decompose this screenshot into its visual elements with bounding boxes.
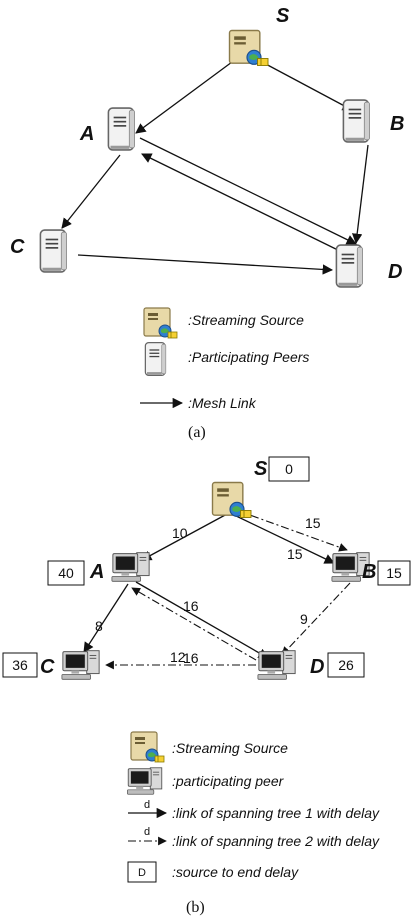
legend-b-tree2-delay-symbol: d	[144, 826, 150, 838]
mesh-link-s-b	[261, 61, 353, 111]
legend-source-label: :Streaming Source	[188, 312, 304, 328]
delay-value-a: 40	[58, 565, 74, 581]
delay-value-s: 0	[285, 461, 293, 477]
node-d-label: D	[388, 261, 402, 283]
node-s-source-icon-b	[211, 481, 252, 519]
node-a-label: A	[79, 123, 94, 145]
mesh-link-c-d	[77, 254, 334, 275]
node-b-label: B	[390, 113, 404, 135]
tree1-link-s-a	[141, 513, 228, 561]
node-a-tower-icon	[107, 107, 136, 151]
mesh-link-b-d	[351, 144, 369, 245]
edge-label-a-c: 8	[95, 618, 103, 634]
node-s-label-b: S	[254, 458, 268, 480]
tree1-link-s-b	[231, 513, 335, 564]
tree2-link-d-a	[131, 587, 257, 661]
node-d-pc-icon	[257, 650, 296, 680]
legend-b-source-label: :Streaming Source	[172, 740, 288, 756]
node-b-tower-icon	[342, 99, 371, 143]
node-c-pc-icon	[61, 650, 100, 680]
legend-mesh-link-label: :Mesh Link	[188, 395, 257, 411]
delay-value-b: 15	[386, 565, 402, 581]
caption-b: (b)	[186, 899, 205, 916]
legend-b-tree1-delay-symbol: d	[144, 799, 150, 811]
edge-label-b-d: 9	[300, 611, 308, 627]
node-s-source-icon	[228, 29, 269, 67]
mesh-link-s-a	[135, 61, 233, 134]
tree1-link-a-c	[83, 583, 129, 653]
diagram-a: S A B C D :Streaming Source :Participati…	[10, 5, 404, 441]
diagram-b: 10 15 15 8 16 16 9 12 S 0 A 40 B 15 C 36…	[2, 456, 411, 916]
legend-b-delay-box	[127, 861, 157, 883]
edge-label-a-d-tree1: 16	[183, 598, 199, 614]
delay-value-c: 36	[12, 657, 28, 673]
legend-peer-icon	[144, 341, 167, 377]
legend-b-tree1-label: :link of spanning tree 1 with delay	[172, 805, 380, 821]
legend-b-peer-icon	[126, 767, 163, 795]
delay-box-s	[268, 456, 310, 482]
edge-label-s-b-tree1: 15	[287, 546, 303, 562]
node-a-label-b: A	[89, 561, 104, 583]
node-c-label-b: C	[40, 656, 55, 678]
node-d-label-b: D	[310, 656, 324, 678]
legend-b-peer-label: :participating peer	[172, 773, 285, 789]
edge-label-s-b-tree2: 15	[305, 515, 321, 531]
edge-label-s-a: 10	[172, 525, 188, 541]
node-s-label: S	[276, 5, 290, 27]
delay-box-d	[327, 652, 365, 678]
delay-box-a	[47, 560, 85, 586]
delay-value-d: 26	[338, 657, 354, 673]
caption-a: (a)	[188, 424, 206, 441]
node-d-tower-icon	[335, 244, 364, 288]
legend-b-tree2-label: :link of spanning tree 2 with delay	[172, 833, 380, 849]
legend-b-delay-box-symbol: D	[138, 867, 146, 879]
node-a-pc-icon	[111, 552, 150, 582]
mesh-link-d-a	[141, 153, 347, 255]
mesh-link-a-d	[139, 137, 357, 245]
tree1-link-a-d	[135, 581, 269, 659]
legend-peer-label: :Participating Peers	[188, 349, 309, 365]
legend-b-box-label: :source to end delay	[172, 864, 299, 880]
legend-source-icon	[143, 307, 178, 339]
node-b-label-b: B	[362, 561, 376, 583]
legend-b-source-icon	[130, 731, 165, 763]
tree2-link-b-d	[281, 582, 351, 656]
node-c-label: C	[10, 236, 25, 258]
node-c-tower-icon	[39, 229, 68, 273]
edge-label-d-c: 12	[170, 649, 186, 665]
tree2-link-s-b	[235, 509, 348, 552]
edge-label-d-a-tree2: 16	[183, 650, 199, 666]
delay-box-c	[2, 652, 38, 678]
delay-box-b	[377, 560, 411, 586]
mesh-link-a-c	[61, 154, 121, 229]
